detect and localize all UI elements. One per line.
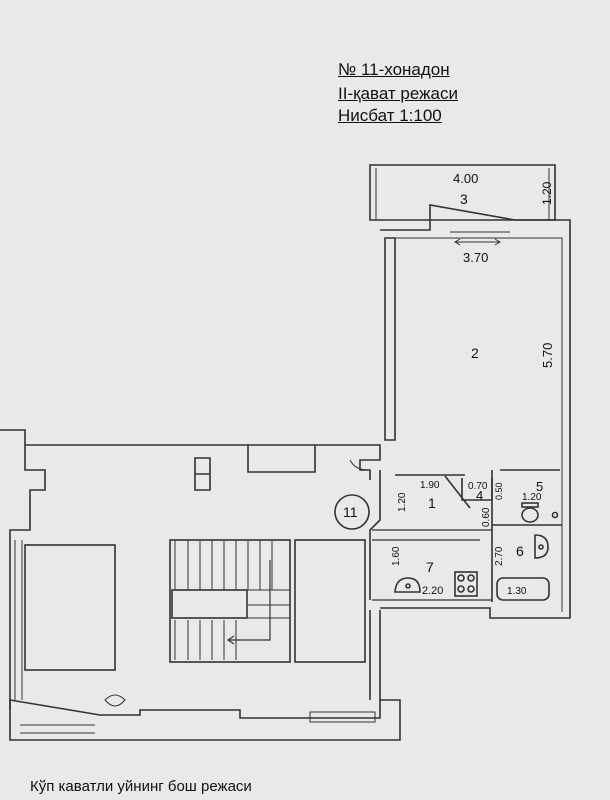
washbasin-fixture: [534, 534, 549, 559]
room-3-label: 3: [460, 191, 468, 207]
floor-plan-title: II-қават режаси: [338, 84, 458, 103]
apartment-badge-number: 11: [343, 504, 358, 520]
kitchen-depth-dim: 1.60: [391, 546, 402, 566]
shaft-box: [194, 457, 211, 491]
room-6-label: 6: [516, 543, 524, 559]
bathtub-length-dim: 1.30: [507, 586, 527, 597]
hall-wall: [369, 470, 381, 600]
south-stair-wall: [369, 610, 381, 700]
stove-fixture: [454, 571, 478, 597]
room-2-label: 2: [471, 345, 479, 361]
room-5-label: 5: [536, 479, 543, 494]
toilet-fixture: [521, 507, 539, 523]
living-room-south-partition: [395, 469, 560, 476]
staircase-outline: [169, 539, 291, 663]
scale-label: Нисбат 1:100: [338, 106, 442, 125]
west-room: [24, 544, 116, 671]
bottom-facade-wall: [9, 699, 401, 741]
room-4-depth-dim: 0.50: [494, 482, 504, 500]
elevator-shaft: [294, 539, 366, 663]
west-stair-wall: [0, 429, 46, 710]
living-width-dim: 3.70: [463, 250, 488, 265]
room-4-side-dim: 0.60: [481, 507, 492, 527]
room-4-label: 4: [476, 488, 483, 503]
stair-direction-arrow: [228, 560, 271, 641]
living-length-dim: 5.70: [540, 343, 555, 368]
hall-width-dim: 1.90: [420, 480, 440, 491]
corridor-top-wall: [25, 444, 381, 480]
stair-landing: [171, 589, 248, 619]
room-6-length-dim: 2.70: [494, 546, 505, 566]
room-7-label: 7: [426, 559, 434, 575]
room-5-6-walls: [491, 470, 562, 602]
corridor-niche: [247, 445, 316, 473]
apartment-number-title: № 11-хонадон: [338, 60, 450, 79]
apartment-outer-wall: [380, 204, 571, 619]
room-1-label: 1: [428, 495, 436, 511]
kitchen-sink-fixture: [394, 577, 421, 593]
room-4-width-dim: 0.70: [468, 481, 488, 492]
living-room-west-wall: [384, 237, 396, 441]
apartment-number-badge-circle: [334, 494, 370, 530]
bathtub-fixture: [496, 577, 550, 601]
hall-depth-dim: 1.20: [397, 492, 408, 512]
footer-caption: Кўп каватли уйнинг бош режаси: [30, 778, 252, 795]
balcony-depth-dim: 1.20: [540, 181, 554, 205]
room-5-width-dim: 1.20: [522, 492, 542, 503]
kitchen-width-dim: 2.20: [422, 585, 443, 597]
balcony-width-dim: 4.00: [453, 171, 478, 186]
